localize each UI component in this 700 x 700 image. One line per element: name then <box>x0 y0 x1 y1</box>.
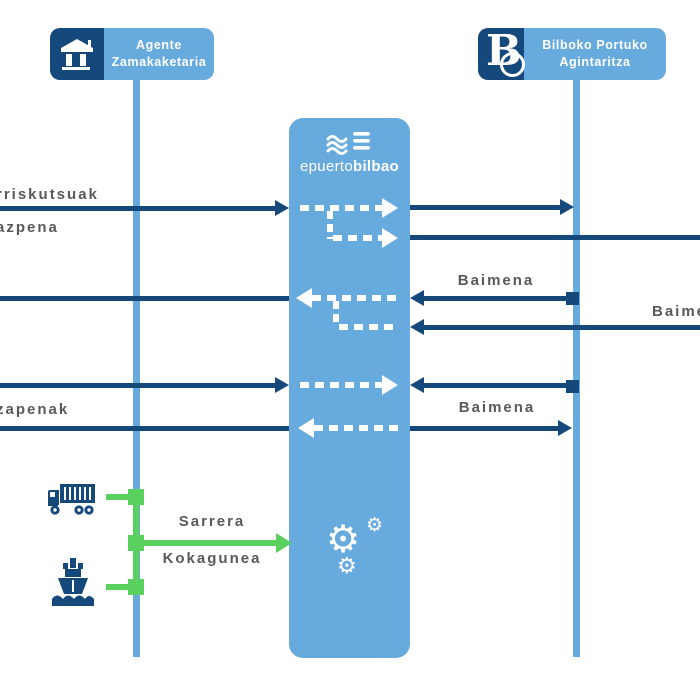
lifeline-agente <box>133 80 140 657</box>
arrow-row1b-dash <box>333 235 382 241</box>
wordmark-bold: bilbao <box>353 158 399 175</box>
label-location: Kokagunea <box>162 550 262 567</box>
arrow-row2-right-head <box>410 290 424 306</box>
arrow-row1-dash <box>300 205 382 211</box>
lifeline-portuko <box>573 80 580 657</box>
arrow-row1-left-line <box>0 206 275 211</box>
letter-b-circle <box>500 52 525 77</box>
arrow-row3-right-line <box>424 383 568 388</box>
green-node-middle <box>128 535 144 551</box>
crane-icon <box>50 28 104 80</box>
wordmark-light: epuerto <box>300 158 353 175</box>
gear-large-glyph: ⚙ <box>326 517 361 561</box>
arrow-row2-dash <box>312 295 398 301</box>
arrow-row1b-right-line <box>410 235 700 240</box>
arrow-row4-right-line <box>410 426 558 431</box>
arrow-row1-right-head <box>560 199 574 215</box>
green-truck-connector <box>106 494 132 500</box>
arrow-row2b-dash <box>339 324 398 330</box>
actor-agente-label: Agente Zamakaketaria <box>104 28 214 80</box>
arrow-row3-source-marker <box>566 380 579 393</box>
waves-bars-logo <box>324 130 374 163</box>
gear-small-top-glyph: ⚙ <box>366 514 384 536</box>
arrow-row4-dash-head <box>298 418 314 438</box>
truck-icon <box>45 481 98 522</box>
label-permission-right-edge: Baimena <box>652 303 700 320</box>
arrow-row2-left-line <box>0 296 289 301</box>
green-node-truck <box>128 489 144 505</box>
gear-small-bottom-glyph: ⚙ <box>337 554 357 579</box>
actor-agente-zamakaketaria: Agente Zamakaketaria <box>50 28 214 80</box>
arrow-row1-dash-head <box>382 198 398 218</box>
actor-bilboko-portuko: B Bilboko Portuko Agintaritza <box>478 28 666 80</box>
arrow-row2b-right-head <box>410 319 424 335</box>
arrow-row3-dash <box>300 382 382 388</box>
arrow-row1-left-head <box>275 200 289 216</box>
arrow-row1-right-line <box>410 205 560 210</box>
label-permission-lower: Baimena <box>458 399 536 416</box>
arrow-row4-right-head <box>558 420 572 436</box>
label-permission-upper: Baimena <box>457 272 535 289</box>
arrow-row4-left-line <box>0 426 289 431</box>
arrow-row4-dash <box>314 425 398 431</box>
green-arrow-head <box>276 533 292 553</box>
arrow-row1-branch <box>327 211 333 239</box>
label-hazardous-goods: rriskutsuak <box>0 186 99 203</box>
arrow-row3-left-line <box>0 383 275 388</box>
green-arrow-line <box>140 540 276 546</box>
arrow-row2-branch <box>333 301 339 327</box>
actor-portuko-label-line2: Agintaritza <box>559 55 631 69</box>
arrow-row3-dash-head <box>382 375 398 395</box>
arrow-row2b-right-line <box>424 325 700 330</box>
actor-portuko-label-line1: Bilboko Portuko <box>542 38 648 53</box>
label-declaration: azpena <box>0 219 59 236</box>
actor-agente-label-line1: Agente <box>136 38 182 53</box>
arrow-row2-dash-head <box>296 288 312 308</box>
arrow-row2-source-marker <box>566 292 579 305</box>
actor-portuko-label: Bilboko Portuko Agintaritza <box>524 28 666 80</box>
actor-agente-label-line2: Zamakaketaria <box>111 55 207 69</box>
arrow-row2-right-line <box>424 296 568 301</box>
letter-b-logo: B <box>478 28 525 80</box>
arrow-row3-left-head <box>275 377 289 393</box>
epuertobilbao-wordmark: epuertobilbao <box>289 158 410 175</box>
green-node-ship <box>128 579 144 595</box>
arrow-row3-right-head <box>410 377 424 393</box>
gears-icon: ⚙ ⚙ ⚙ <box>320 514 400 586</box>
green-ship-connector <box>106 584 132 590</box>
label-entry: Sarrera <box>178 513 246 530</box>
label-notifications: zapenak <box>0 401 70 418</box>
ship-icon <box>50 554 96 611</box>
arrow-row1b-dash-head <box>382 228 398 248</box>
